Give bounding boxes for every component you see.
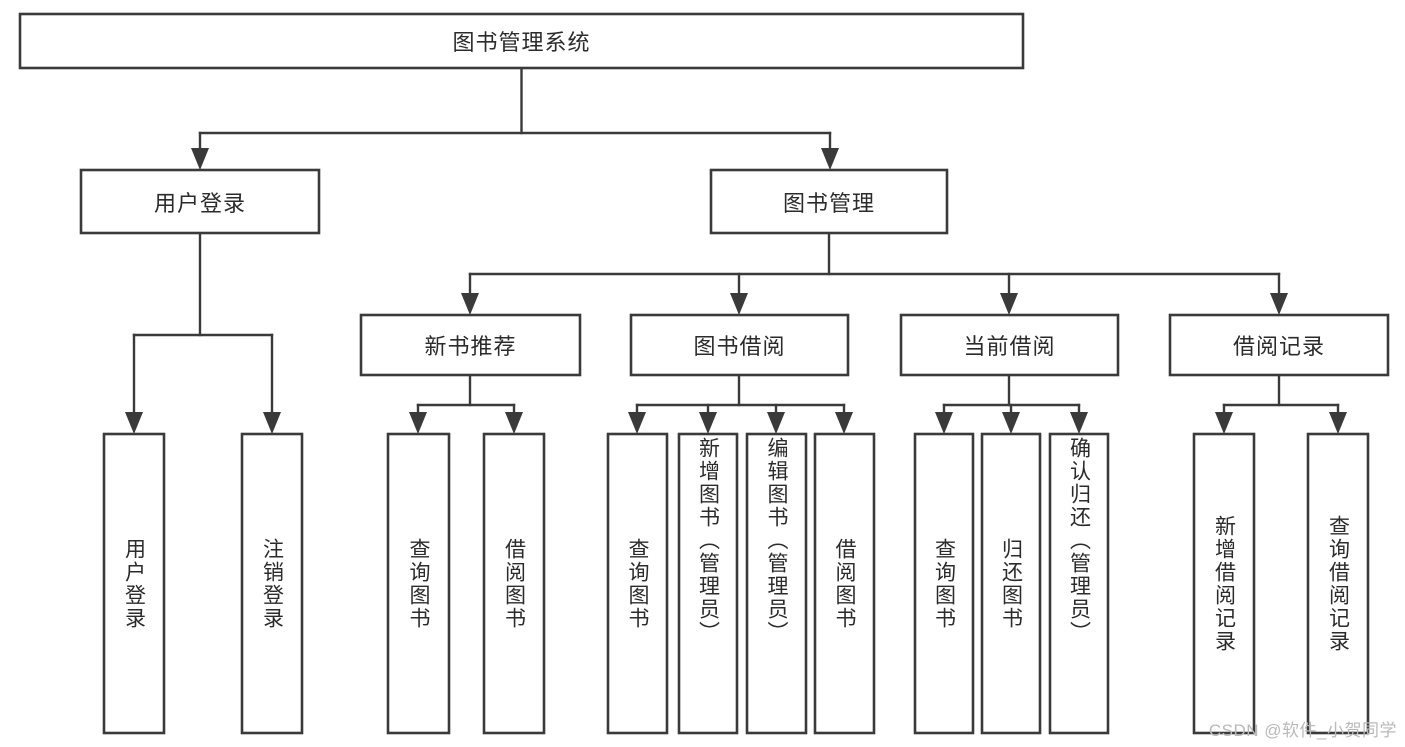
arrow-head-leaf-query-book-1 bbox=[409, 412, 427, 434]
connector-group-root bbox=[191, 66, 839, 170]
arrow-head-leaf-query-record bbox=[1329, 412, 1347, 434]
node-box-book-manage[interactable] bbox=[709, 168, 949, 235]
arrow-head-new-book-recommend bbox=[461, 293, 479, 315]
connector-group-book-borrow bbox=[628, 373, 853, 434]
connector-group-book-manage bbox=[461, 231, 1288, 315]
arrow-head-leaf-borrow-book-2 bbox=[835, 412, 853, 434]
connector-group-borrow-record bbox=[1215, 373, 1347, 434]
node-box-leaf-edit-book[interactable] bbox=[745, 432, 808, 735]
arrow-head-leaf-query-book-2 bbox=[628, 412, 646, 434]
arrow-head-leaf-add-book bbox=[699, 412, 717, 434]
node-box-leaf-user-logout[interactable] bbox=[240, 432, 304, 735]
arrow-head-borrow-record bbox=[1270, 293, 1288, 315]
node-box-leaf-borrow-book-2[interactable] bbox=[813, 432, 876, 735]
node-box-leaf-query-book-1[interactable] bbox=[386, 432, 451, 735]
arrow-head-user-login bbox=[191, 148, 209, 170]
node-box-root[interactable] bbox=[18, 12, 1025, 70]
arrow-head-leaf-user-logout bbox=[263, 412, 281, 434]
node-box-leaf-return-book[interactable] bbox=[980, 432, 1042, 735]
node-box-leaf-add-record[interactable] bbox=[1192, 432, 1256, 735]
node-box-leaf-confirm-return[interactable] bbox=[1048, 432, 1110, 735]
node-box-new-book-recommend[interactable] bbox=[359, 313, 582, 377]
node-box-user-login[interactable] bbox=[79, 168, 321, 235]
connector-group-current-borrow bbox=[935, 373, 1088, 434]
node-box-leaf-add-book[interactable] bbox=[677, 432, 739, 735]
node-box-leaf-query-record[interactable] bbox=[1306, 432, 1370, 735]
arrow-head-leaf-user-login bbox=[125, 412, 143, 434]
node-box-leaf-query-book-3[interactable] bbox=[913, 432, 975, 735]
node-box-borrow-record[interactable] bbox=[1168, 313, 1390, 377]
node-box-leaf-query-book-2[interactable] bbox=[606, 432, 669, 735]
arrow-head-leaf-edit-book bbox=[767, 412, 785, 434]
arrow-head-leaf-return-book bbox=[1002, 412, 1020, 434]
arrow-head-leaf-confirm-return bbox=[1070, 412, 1088, 434]
connector-group-new-book-recommend bbox=[409, 373, 523, 434]
connector-group-user-login bbox=[125, 231, 281, 434]
arrow-head-current-borrow bbox=[1000, 293, 1018, 315]
node-box-book-borrow[interactable] bbox=[629, 313, 850, 377]
node-box-current-borrow[interactable] bbox=[899, 313, 1120, 377]
node-box-leaf-user-login[interactable] bbox=[102, 432, 166, 735]
arrow-head-book-manage bbox=[821, 148, 839, 170]
watermark-text: CSDN @软件_小贺同学 bbox=[1208, 721, 1397, 740]
arrow-head-book-borrow bbox=[730, 293, 748, 315]
arrow-head-leaf-add-record bbox=[1215, 412, 1233, 434]
arrow-head-leaf-query-book-3 bbox=[935, 412, 953, 434]
arrow-head-leaf-borrow-book-1 bbox=[505, 412, 523, 434]
node-box-leaf-borrow-book-1[interactable] bbox=[482, 432, 546, 735]
